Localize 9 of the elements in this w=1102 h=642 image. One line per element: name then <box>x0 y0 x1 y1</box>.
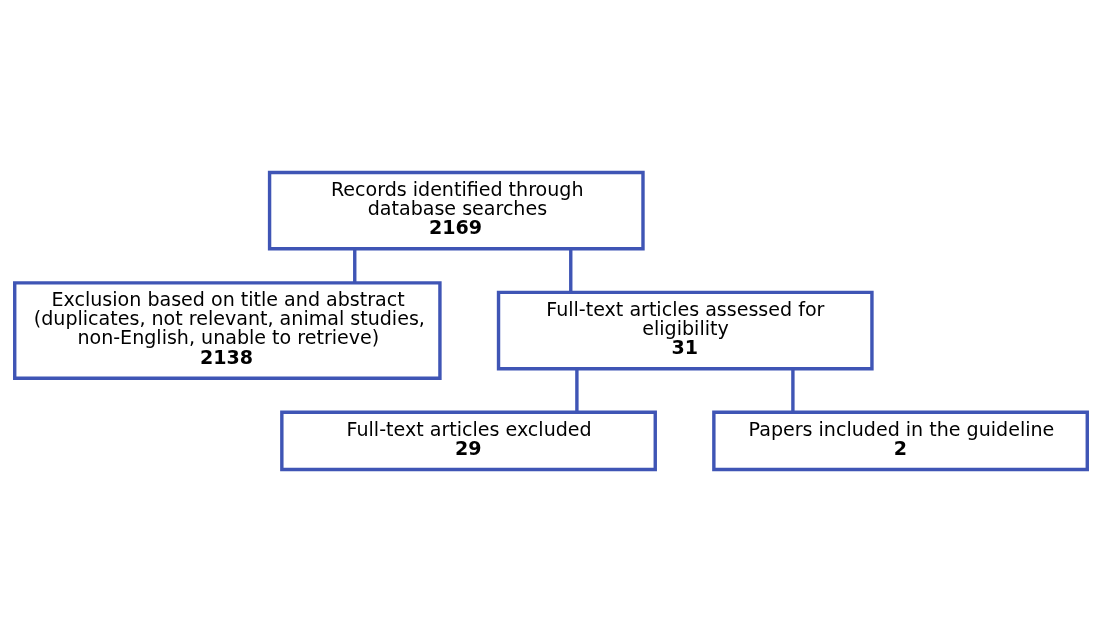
connector <box>569 249 573 292</box>
connector <box>791 369 795 413</box>
node-box: Records identified through database searches 2169 <box>267 170 645 251</box>
node-box: Full-text articles excluded 29 <box>280 410 657 472</box>
node-box: Papers included in the guideline 2 <box>712 410 1089 472</box>
connector <box>575 369 579 413</box>
connector <box>353 249 357 283</box>
node-box: Full-text articles assessed for eligibility 31 <box>496 290 874 371</box>
node-box: Exclusion based on title and abstract (duplicates, not relevant, animal studies, non-English, unable to retrieve) 2138 <box>13 281 442 380</box>
